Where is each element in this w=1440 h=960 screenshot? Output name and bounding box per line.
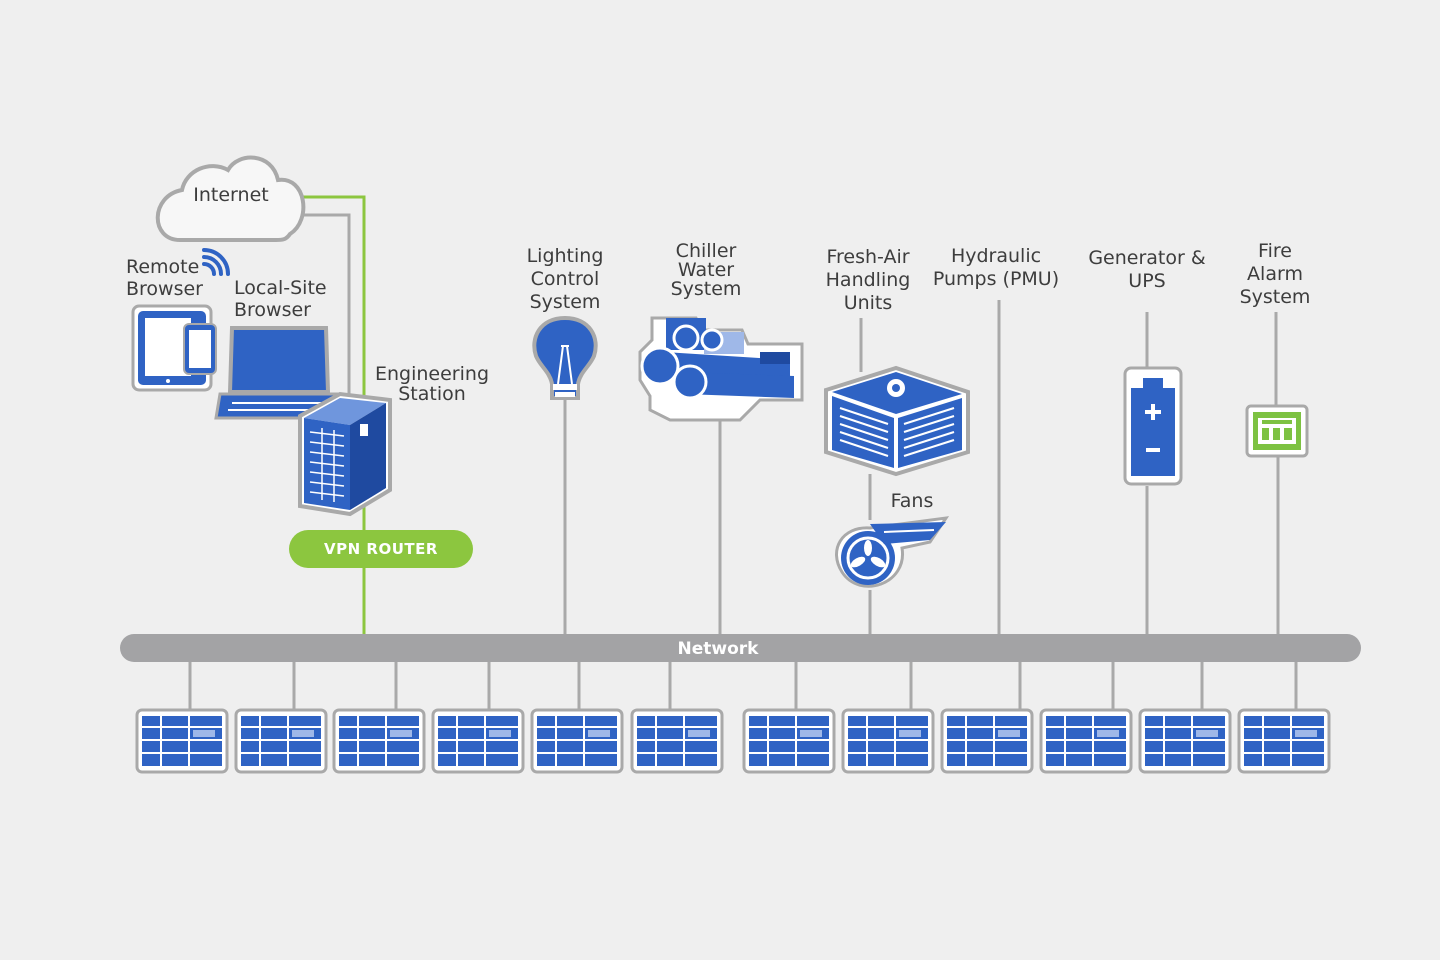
lighting-line-2: Control xyxy=(530,268,600,290)
fire-alarm-line-2: Alarm xyxy=(1247,263,1303,285)
engineering-station-label: Engineering Station xyxy=(372,364,492,404)
fire-alarm-line-1: Fire xyxy=(1258,240,1292,262)
remote-browser-line-1: Remote xyxy=(126,256,200,278)
engineering-station-line-1: Engineering xyxy=(375,363,489,385)
controller-module xyxy=(431,708,525,774)
chiller-line-3: System xyxy=(670,278,742,300)
controller-module xyxy=(332,708,426,774)
fan-icon xyxy=(835,516,950,588)
controller-row xyxy=(135,708,1331,774)
local-site-browser-label: Local-Site Browser xyxy=(234,277,327,321)
fire-alarm-label: Fire Alarm System xyxy=(1224,240,1326,309)
hydraulic-label: Hydraulic Pumps (PMU) xyxy=(926,245,1066,291)
controller-module xyxy=(1138,708,1232,774)
network-label: Network xyxy=(677,639,759,659)
internet-label: Internet xyxy=(193,184,269,206)
fresh-air-line-2: Handling xyxy=(825,269,911,291)
controller-module xyxy=(940,708,1034,774)
generator-line-2: UPS xyxy=(1128,270,1166,292)
generator-line-1: Generator & xyxy=(1088,247,1206,269)
fire-alarm-line-3: System xyxy=(1239,286,1311,308)
controller-module xyxy=(1237,708,1331,774)
battery-icon xyxy=(1123,366,1183,486)
connector-lines xyxy=(296,213,1280,634)
wifi-icon xyxy=(202,248,230,276)
controller-module xyxy=(234,708,328,774)
engineering-station-line-2: Station xyxy=(398,383,466,405)
remote-browser-line-2: Browser xyxy=(126,278,203,300)
fresh-air-line-1: Fresh-Air xyxy=(826,246,910,268)
chiller-icon xyxy=(638,316,804,422)
air-handling-unit-icon xyxy=(824,365,970,477)
local-site-browser-line-2: Browser xyxy=(234,299,311,321)
chiller-label: Chiller Water System xyxy=(650,242,762,299)
internet-link-gray xyxy=(296,213,351,400)
controller-drops xyxy=(188,662,1298,710)
controller-module xyxy=(841,708,935,774)
server-icon xyxy=(298,391,392,517)
phone-icon xyxy=(183,323,217,375)
controller-module xyxy=(630,708,724,774)
hydraulic-line-1: Hydraulic xyxy=(950,245,1042,267)
controller-module xyxy=(1039,708,1133,774)
vpn-router-badge: VPN ROUTER xyxy=(289,530,473,568)
controller-module xyxy=(135,708,229,774)
controller-module xyxy=(530,708,624,774)
fresh-air-line-3: Units xyxy=(843,292,893,314)
fire-alarm-panel-icon xyxy=(1245,404,1309,458)
hydraulic-line-2: Pumps (PMU) xyxy=(932,268,1060,290)
lighting-line-1: Lighting xyxy=(526,245,604,267)
light-bulb-icon xyxy=(532,315,598,400)
fans-label: Fans xyxy=(890,490,934,512)
network-bus xyxy=(120,634,1361,662)
fresh-air-label: Fresh-Air Handling Units xyxy=(808,246,928,315)
lighting-line-3: System xyxy=(529,291,601,313)
local-site-browser-line-1: Local-Site xyxy=(234,277,327,299)
chiller-line-2: Water xyxy=(677,259,735,281)
cloud-icon xyxy=(155,155,306,242)
generator-label: Generator & UPS xyxy=(1082,247,1212,293)
remote-browser-label: Remote Browser xyxy=(126,256,203,300)
controller-module xyxy=(742,708,836,774)
lighting-label: Lighting Control System xyxy=(509,245,621,314)
chiller-line-1: Chiller xyxy=(675,240,737,262)
